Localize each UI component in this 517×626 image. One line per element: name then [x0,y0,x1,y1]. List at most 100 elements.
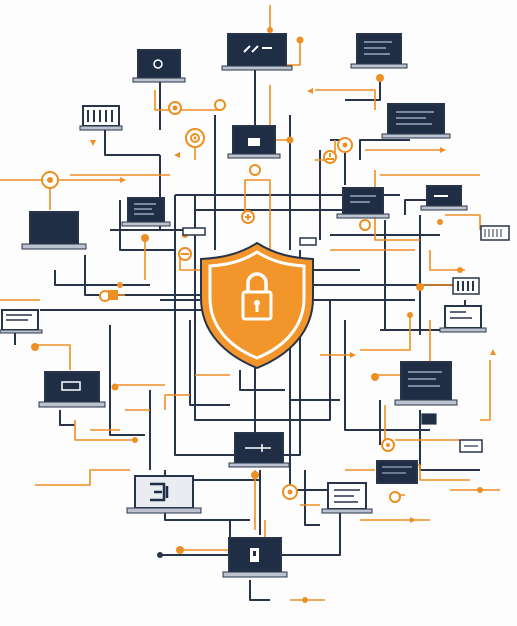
arrow-icon [120,177,126,183]
server-panel-icon [459,439,483,453]
connector-line [104,130,160,156]
connector-line [404,199,430,215]
laptop-icon [222,537,288,578]
connector-line [345,75,381,101]
junction-dot [371,373,379,381]
connector-line [249,580,270,601]
gear-node-icon [249,164,261,176]
gear-node-icon [185,128,205,148]
connector-line [54,270,150,286]
laptop-icon [394,361,458,406]
arrow-icon [90,140,96,146]
junction-dot [359,219,371,231]
junction-dot [407,312,413,318]
junction-dot [437,219,443,225]
gear-node-icon [241,210,255,224]
server-rack-icon [452,277,480,295]
connector-line [344,320,430,431]
connector-line [59,410,75,426]
laptop-icon [221,33,293,71]
junction-dot [117,282,123,288]
laptop-icon [321,482,373,514]
connector-line [35,469,130,486]
connector-line [119,200,175,251]
laptop-icon [21,211,87,250]
connector-line [164,394,190,410]
laptop-icon [126,475,202,514]
junction-dot [214,99,226,111]
server-panel-icon [480,225,510,241]
arrow-icon [174,152,180,158]
gear-node-icon [178,247,192,261]
server-panel-icon [421,413,437,425]
gear-node-icon [337,137,353,153]
arrow-icon [440,147,446,153]
arrow-icon [307,88,313,94]
junction-dot [157,552,163,558]
connector-line [315,89,376,110]
laptop-icon [228,432,290,468]
laptop-icon [132,49,186,83]
connector-line [189,320,230,406]
laptop-icon [381,103,451,139]
connector-line [304,470,320,526]
gear-node-icon [41,171,59,189]
connector-line [109,325,145,436]
connector-line [360,315,411,351]
laptop-icon [439,305,487,333]
switch-icon [108,227,317,300]
junction-dot [251,471,259,479]
connector-line [480,360,491,421]
laptop-icon [336,187,390,219]
arrow-icon [410,517,416,523]
junction-dot [477,487,483,493]
junction-dot [457,267,463,273]
connector-line [159,155,205,231]
gear-node-icon [323,150,337,164]
connector-line [429,250,465,271]
connector-line [239,370,285,391]
arrow-icon [350,352,356,358]
junction-dot [296,36,304,44]
connector-line [359,139,410,160]
laptop-icon [121,197,171,227]
laptop-icon [376,460,418,484]
shield-inner-outline [208,250,306,360]
connector-line [74,420,135,441]
padlock-icon [241,272,273,321]
connector-line [35,344,71,370]
connector-line [445,214,481,230]
gear-node-icon [168,101,182,115]
junction-dot [111,383,119,391]
orange-connector-lines [0,5,500,601]
junction-dot [267,27,273,33]
junction-dot [376,74,384,82]
junction-dot [132,437,138,443]
connector-line [154,90,220,111]
junction-dot [389,491,401,503]
connector-line [244,179,271,260]
laptop-icon [0,309,43,334]
connector-line [289,330,330,491]
connector-line [194,195,331,421]
gear-node-icon [381,438,395,452]
arrow-markers [90,88,496,523]
laptop-icon [38,371,106,408]
junction-dot [286,136,294,144]
gear-nodes [41,101,395,500]
laptop-icon [227,125,281,159]
laptop-icon [420,185,468,211]
junction-dot [176,546,184,554]
connector-line [280,510,341,556]
arrow-icon [490,349,496,355]
connector-line [84,255,205,296]
junction-dot [416,283,424,291]
laptops [0,33,510,578]
junction-dot [302,597,308,603]
laptop-icon [350,33,408,69]
central-shield [200,241,314,370]
gear-node-icon [282,484,298,500]
connector-line [285,40,301,66]
